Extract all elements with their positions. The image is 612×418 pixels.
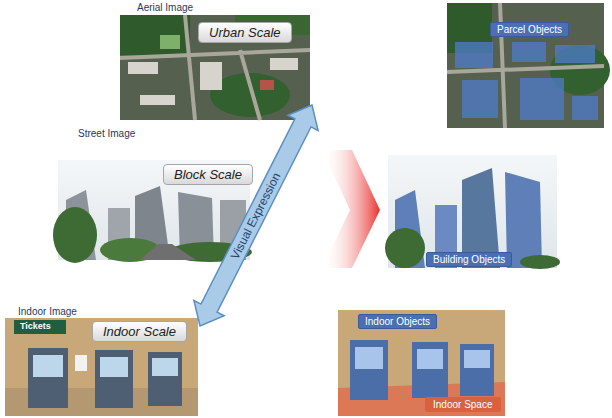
machine-screen — [464, 350, 490, 368]
image-heading: Street Image — [78, 128, 135, 139]
aerial-photo — [120, 15, 310, 120]
label-text: Block Scale — [174, 167, 242, 182]
poster — [75, 355, 87, 371]
aerial-ground — [120, 15, 310, 120]
machine-screen — [355, 347, 383, 369]
machine-screen — [100, 357, 128, 377]
machine-overlay — [412, 342, 448, 398]
sign-text: Tickets — [20, 321, 51, 331]
road — [120, 15, 310, 120]
parcel-overlay — [455, 42, 493, 68]
building-roof — [270, 58, 298, 70]
label-text: Parcel Objects — [497, 24, 562, 35]
object-tag: Building Objects — [426, 252, 512, 267]
indoor-objects-photo — [338, 310, 505, 416]
label-text: Indoor Objects — [365, 316, 430, 327]
indoor-photo — [5, 318, 198, 416]
machine-screen — [152, 358, 178, 376]
parcel-overlay — [520, 78, 564, 120]
parcel-photo — [447, 3, 610, 128]
machine-overlay — [460, 344, 494, 396]
image-heading: Aerial Image — [137, 2, 193, 13]
ticket-machine — [148, 352, 182, 406]
tree-area — [120, 15, 190, 55]
double-arrow — [194, 105, 318, 326]
machine-overlay — [350, 340, 388, 400]
parcel-overlay — [555, 45, 595, 63]
tree — [385, 228, 425, 268]
tree — [53, 207, 97, 263]
label-text: Indoor Space — [433, 399, 493, 410]
label-text: Urban Scale — [209, 25, 281, 40]
image-panel: Aerial ImageUrban Scale — [120, 15, 310, 120]
space-tag: Indoor Space — [425, 397, 501, 412]
parcel-overlay — [512, 42, 546, 62]
ticket-sign — [14, 320, 66, 334]
machine-screen — [33, 355, 63, 377]
building-roof — [128, 62, 158, 74]
scale-label: Urban Scale — [198, 22, 292, 43]
object-tag: Parcel Objects — [490, 22, 569, 37]
field — [160, 35, 180, 49]
scale-label: Block Scale — [163, 164, 253, 185]
image-panel: Indoor ImageIndoor Scale — [5, 318, 198, 416]
building-roof — [140, 95, 175, 105]
label-text: Indoor Scale — [103, 324, 176, 339]
street-photo — [53, 160, 252, 263]
parcel-overlay — [572, 96, 598, 120]
image-panel: Street ImageBlock Scale — [58, 160, 250, 260]
road — [447, 3, 604, 128]
scale-label: Indoor Scale — [92, 321, 187, 342]
wall — [338, 310, 505, 416]
parcel-overlay — [462, 80, 498, 118]
image-heading: Indoor Image — [18, 306, 77, 317]
court — [260, 80, 274, 90]
transform-arrow — [322, 150, 380, 268]
building-roof — [200, 62, 222, 90]
label-text: Building Objects — [433, 254, 505, 265]
tree — [520, 255, 560, 269]
ticket-machine — [95, 350, 133, 408]
machine-screen — [417, 349, 443, 369]
object-tag: Indoor Objects — [358, 314, 437, 329]
road — [140, 244, 196, 260]
wall — [5, 318, 198, 416]
ticket-machine — [28, 348, 68, 408]
building-photo — [385, 155, 560, 269]
aerial-ground — [447, 3, 604, 128]
